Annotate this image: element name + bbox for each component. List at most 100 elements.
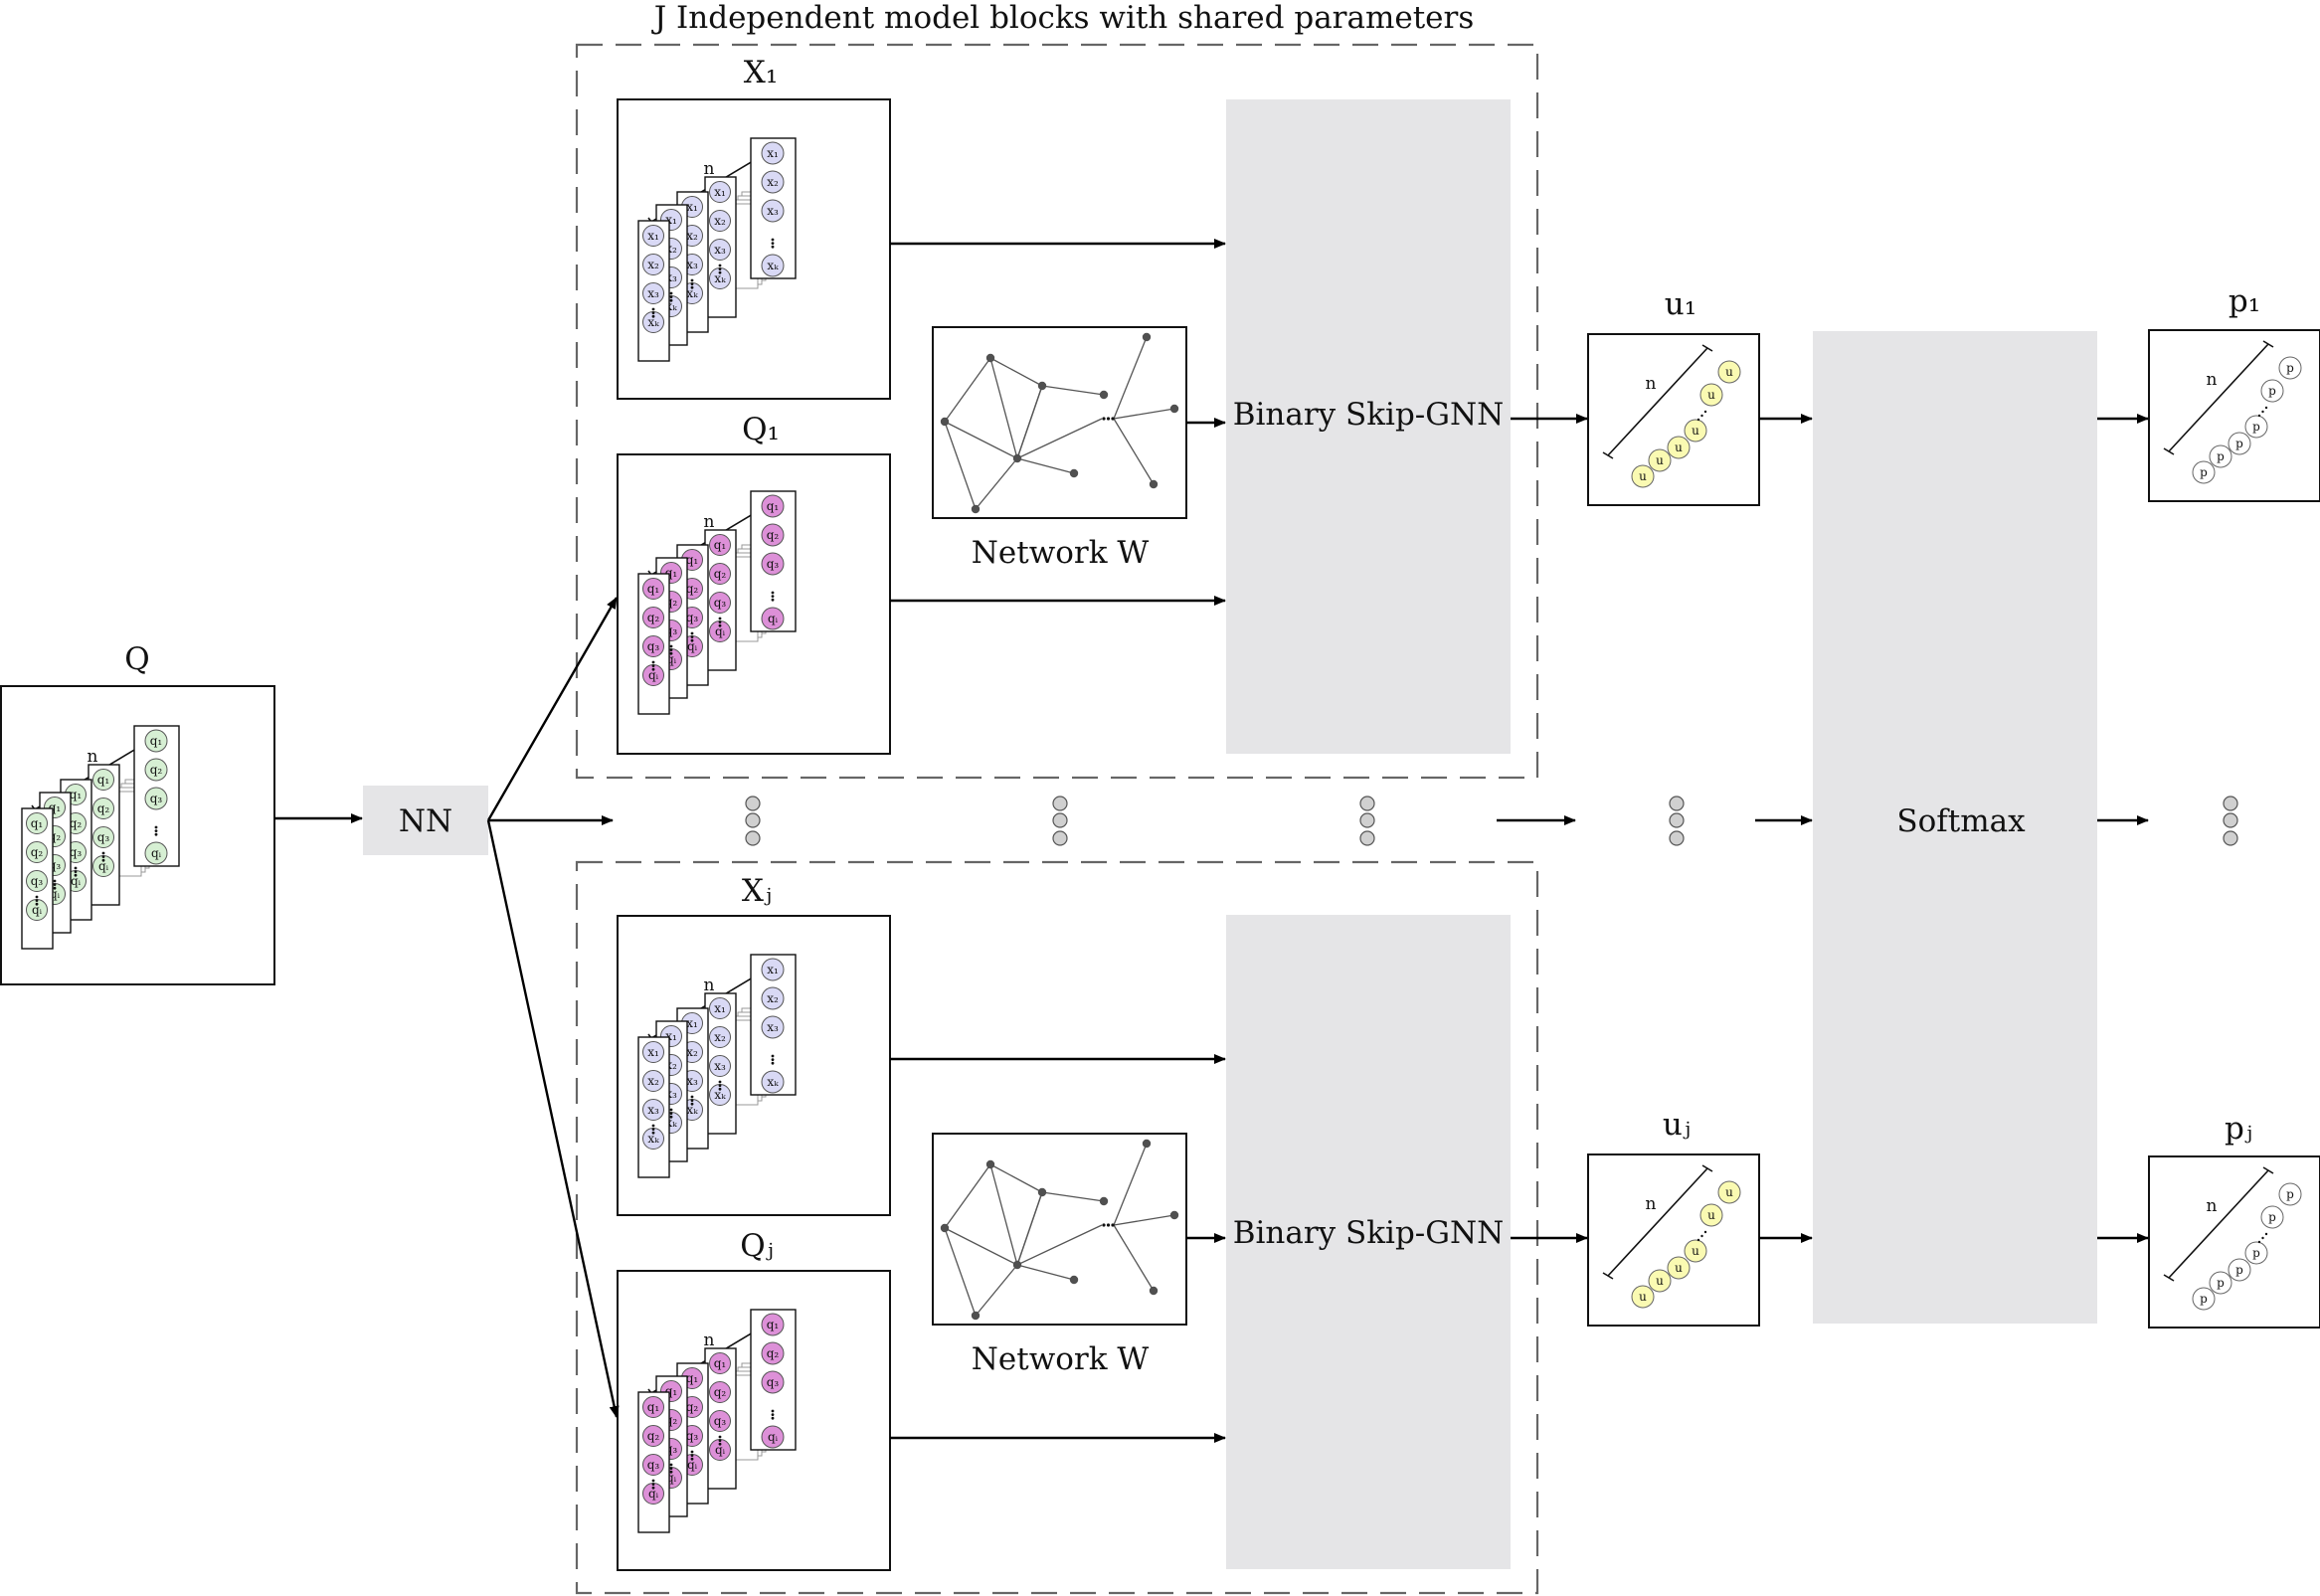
entry-node — [761, 1341, 785, 1365]
entry-ellipsis — [53, 879, 57, 883]
dimension-tick — [1701, 344, 1713, 352]
entry-ellipsis — [651, 307, 655, 311]
dimension-tick — [2262, 340, 2274, 348]
entry-ellipsis — [718, 621, 722, 623]
vector-node — [1667, 1256, 1691, 1280]
entry-label: q₁ — [97, 773, 110, 787]
vector-node-label: u — [1656, 453, 1664, 467]
entry-node — [26, 870, 48, 892]
vector-ellipsis — [2264, 1232, 2268, 1236]
vector-node — [1631, 1285, 1655, 1309]
entry-label: q₁ — [31, 816, 44, 830]
entry-ellipsis — [771, 591, 775, 595]
entry-ellipsis — [690, 1102, 694, 1106]
entry-ellipsis — [35, 895, 39, 899]
entry-node — [709, 1352, 731, 1374]
vector-node — [2192, 1287, 2216, 1311]
vector-node-label: u — [1692, 424, 1699, 438]
entry-node — [642, 225, 664, 247]
graph-edge — [989, 1163, 1043, 1193]
graph-edge — [1016, 1264, 1075, 1281]
vector-node-label: p — [2286, 361, 2294, 375]
vector-node-label: p — [2235, 437, 2243, 450]
entry-ellipsis — [690, 1454, 694, 1457]
entry-node — [761, 552, 785, 576]
graph-edge — [944, 1227, 977, 1317]
entry-label: q₁ — [767, 499, 780, 513]
graph-edge — [1113, 418, 1155, 485]
entry-ellipsis — [690, 631, 694, 635]
entry-label: x₃ — [686, 1074, 698, 1088]
entry-node — [709, 563, 731, 585]
entry-label: xₖ — [767, 1075, 779, 1089]
entry-label: q₂ — [31, 845, 44, 859]
entry-label: xₖ — [647, 315, 659, 329]
entry-label: x₁ — [665, 1029, 677, 1043]
entry-node — [642, 1041, 664, 1063]
ellipsis-dot — [1669, 830, 1685, 846]
entry-label: x₁ — [665, 213, 677, 227]
entry-label: x₃ — [665, 1087, 677, 1101]
graph-node — [985, 1159, 995, 1169]
ellipsis-dot — [2223, 812, 2238, 828]
arrow-nn-to-qj — [486, 819, 620, 1418]
entry-label: x₃ — [665, 270, 677, 284]
entry-ellipsis — [771, 1416, 775, 1420]
q-matrix-label: Q₁ — [742, 412, 780, 447]
dimension-label: n — [2207, 1196, 2218, 1216]
entry-label: x₃ — [714, 1059, 726, 1073]
vector-node — [2244, 1241, 2268, 1265]
entry-ellipsis — [690, 1457, 694, 1461]
u-vector-box — [1587, 333, 1760, 506]
graph-edge — [989, 357, 1018, 459]
model-block-frame-1 — [575, 43, 1539, 780]
entry-ellipsis — [718, 1442, 722, 1446]
model-block-frame-j — [575, 860, 1539, 1595]
dimension-label: n — [2207, 370, 2218, 390]
network-w-label: Network W — [972, 1341, 1150, 1377]
vector-node-label: u — [1707, 1208, 1715, 1222]
gnn-label: Binary Skip-GNN — [1233, 1215, 1505, 1251]
input-matrix: nq₁q₂q₃qᵢq₁q₂q₃qᵢq₁q₂q₃qᵢq₁q₂q₃qᵢq₁q₂q₃q… — [21, 725, 180, 950]
vector-node-label: p — [2286, 1187, 2294, 1201]
network-w-graph — [940, 1139, 1179, 1321]
entry-ellipsis — [669, 1467, 673, 1470]
entry-node — [709, 239, 731, 261]
entry-ellipsis — [651, 664, 655, 667]
graph-edge — [989, 1163, 1018, 1266]
entry-node — [761, 1425, 785, 1449]
entry-label: qᵢ — [687, 1458, 698, 1472]
entry-label: xₖ — [647, 1132, 659, 1146]
entry-ellipsis — [669, 1463, 673, 1467]
entry-node — [761, 1015, 785, 1039]
entry-label: x₁ — [767, 963, 779, 976]
diagram-title: J Independent model blocks with shared p… — [651, 0, 1475, 36]
entry-node — [761, 494, 785, 518]
entry-ellipsis — [651, 314, 655, 318]
softmax-box — [1813, 331, 2097, 1324]
entry-label: x₂ — [647, 1074, 659, 1088]
entry-ellipsis — [690, 635, 694, 638]
entry-ellipsis — [771, 238, 775, 242]
ellipsis-dot — [1052, 796, 1068, 811]
entry-ellipsis — [690, 285, 694, 289]
vector-node — [2260, 379, 2284, 403]
graph-edge — [1016, 418, 1103, 459]
entry-label: qᵢ — [715, 1443, 726, 1457]
entry-label: x₃ — [686, 258, 698, 271]
gnn-box — [1226, 99, 1511, 754]
entry-label: qᵢ — [71, 874, 82, 888]
dimension-line — [1607, 347, 1708, 456]
entry-label: q₁ — [714, 538, 727, 552]
vector-node — [1648, 448, 1672, 472]
entry-label: x₁ — [647, 1045, 659, 1059]
entry-label: x₁ — [767, 146, 779, 160]
entry-ellipsis — [669, 298, 673, 302]
entry-label: qᵢ — [151, 846, 162, 860]
vector-ellipsis — [2257, 1240, 2261, 1244]
entry-label: q₂ — [686, 1400, 699, 1414]
entry-node — [761, 254, 785, 277]
entry-label: x₃ — [647, 1103, 659, 1117]
vector-node — [1717, 1180, 1741, 1204]
entry-label: x₂ — [686, 229, 698, 243]
